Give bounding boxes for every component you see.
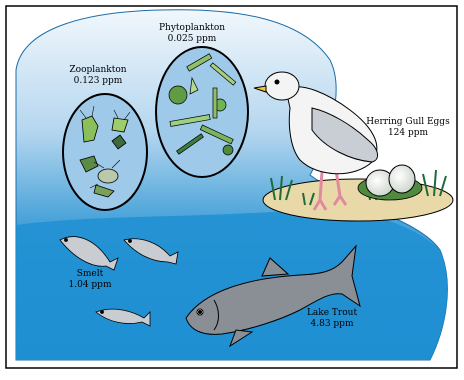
lake-trout-label: Lake Trout (307, 308, 358, 318)
herring-gull-eggs-label: Herring Gull Eggs (366, 117, 450, 127)
zooplankton-circle (63, 94, 147, 210)
phytoplankton-value: 0.025 ppm (168, 34, 217, 44)
phytoplankton-label: Phytoplankton (159, 23, 225, 33)
zooplankton-label: Zooplankton (69, 65, 126, 75)
gull-egg-icon (389, 165, 415, 193)
smelt-label: Smelt (77, 269, 104, 279)
phytoplankton-circle (156, 47, 248, 177)
zooplankton-value: 0.123 ppm (74, 76, 123, 86)
lake-trout-value: 4.83 ppm (311, 319, 354, 329)
herring-gull-eggs-value: 124 ppm (388, 128, 429, 138)
smelt-value: 1.04 ppm (69, 280, 112, 290)
